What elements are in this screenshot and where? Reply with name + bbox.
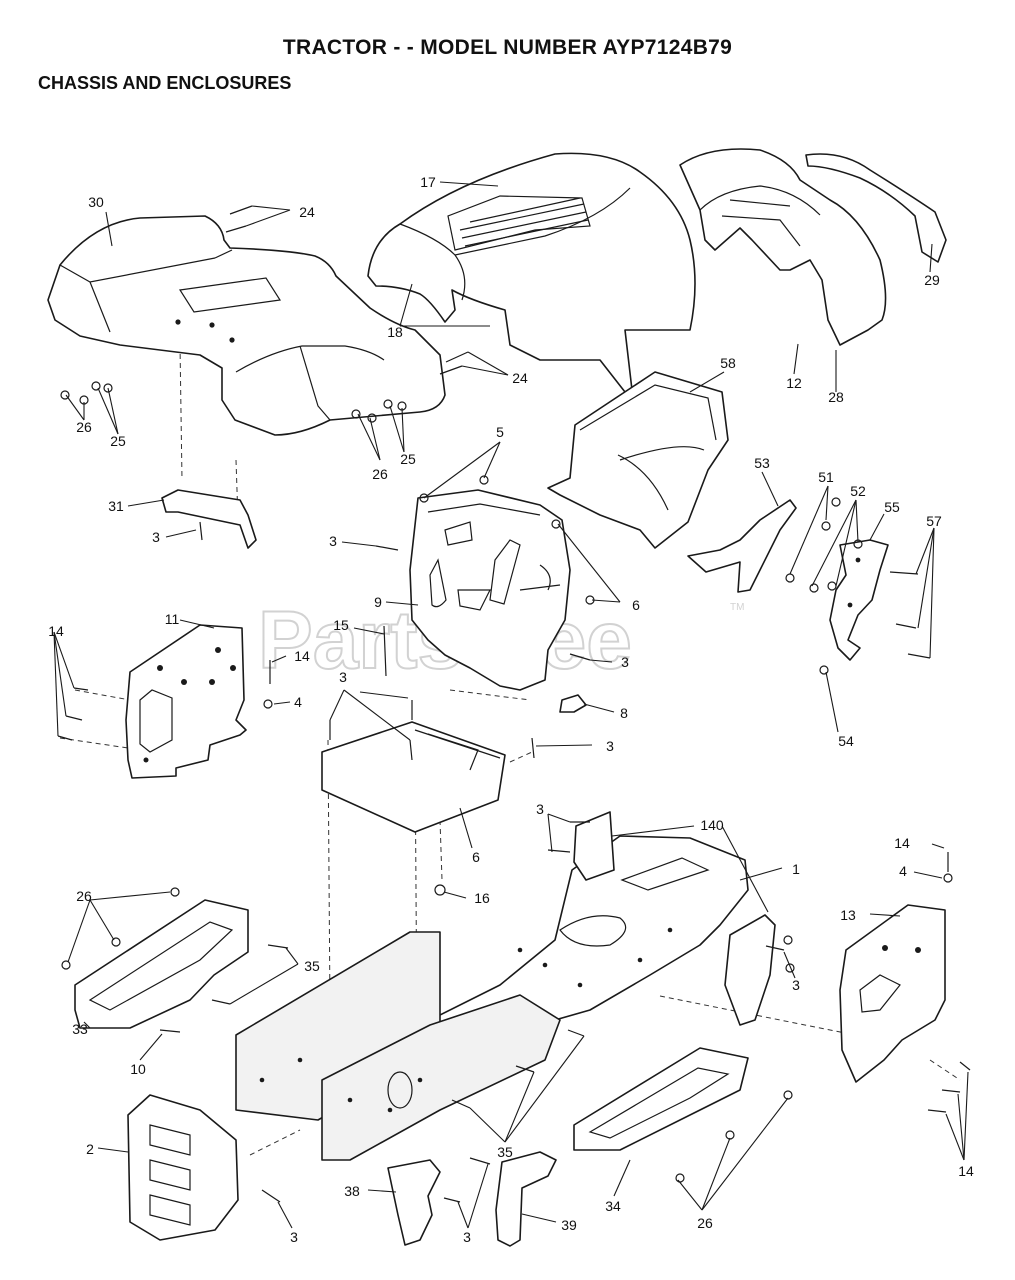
- right-footrest: [573, 1047, 749, 1151]
- left-side-panel: [125, 624, 247, 779]
- callout: 18: [387, 324, 403, 340]
- brake-bracket: [687, 499, 797, 593]
- callout: 14: [48, 623, 64, 639]
- callout: 26: [76, 419, 92, 435]
- rear-fender: [47, 215, 446, 436]
- callout: 31: [108, 498, 124, 514]
- callout: 57: [926, 513, 942, 529]
- callout: 25: [110, 433, 126, 449]
- callout: 28: [828, 389, 844, 405]
- assembly-guide-lines: [59, 344, 961, 1156]
- callout: 3: [290, 1229, 298, 1245]
- callout: 54: [838, 733, 854, 749]
- callout: 140: [700, 817, 724, 833]
- watermark-tm: TM: [730, 602, 744, 613]
- page-title: TRACTOR - - MODEL NUMBER AYP7124B79: [282, 36, 733, 59]
- callout: 11: [165, 611, 180, 627]
- callout: 10: [130, 1061, 146, 1077]
- front-bracket: [127, 1094, 239, 1241]
- callout: 53: [754, 455, 770, 471]
- callout: 17: [420, 174, 436, 190]
- callout: 4: [899, 863, 907, 879]
- callout: 38: [344, 1183, 360, 1199]
- callout-labels: 30 24 17 29 18 24 12 28 25 26 26 25 58 5…: [48, 174, 974, 1245]
- callout: 12: [786, 375, 802, 391]
- leader-lines: [53, 181, 969, 1229]
- left-footrest: [74, 899, 249, 1029]
- callout: 58: [720, 355, 736, 371]
- callout: 2: [86, 1141, 94, 1157]
- hood: [367, 152, 696, 393]
- dash-panel: [679, 148, 947, 346]
- section-subtitle: CHASSIS AND ENCLOSURES: [38, 73, 292, 93]
- callout: 1: [792, 861, 800, 877]
- callout: 52: [850, 483, 866, 499]
- callout: 30: [88, 194, 104, 210]
- callout: 5: [496, 424, 504, 440]
- callout: 26: [697, 1215, 713, 1231]
- callout: 3: [792, 977, 800, 993]
- callout: 33: [72, 1021, 88, 1037]
- mount-plate: [573, 811, 615, 881]
- callout: 35: [304, 958, 320, 974]
- console-panel: [409, 489, 571, 691]
- callout: 26: [76, 888, 92, 904]
- clip-bracket: [559, 694, 587, 713]
- callout: 13: [840, 907, 856, 923]
- floor-plate: [321, 721, 506, 833]
- callout: 6: [632, 597, 640, 613]
- callout: 14: [294, 648, 310, 664]
- callout: 3: [329, 533, 337, 549]
- callout: 9: [374, 594, 382, 610]
- callout: 3: [536, 801, 544, 817]
- callout: 34: [605, 1198, 621, 1214]
- callout: 14: [958, 1163, 974, 1179]
- callout: 3: [606, 738, 614, 754]
- callout: 4: [294, 694, 302, 710]
- steering-support-panel: [547, 371, 729, 549]
- callout: 6: [472, 849, 480, 865]
- callout: 35: [497, 1144, 513, 1160]
- callout: 3: [152, 529, 160, 545]
- gusset-right: [724, 914, 776, 1026]
- callout: 8: [620, 705, 628, 721]
- callout: 29: [924, 272, 940, 288]
- callout: 14: [894, 835, 910, 851]
- callout: 24: [512, 370, 528, 386]
- lift-bracket-right: [495, 1151, 557, 1247]
- callout: 3: [339, 669, 347, 685]
- callout: 16: [474, 890, 490, 906]
- callout: 26: [372, 466, 388, 482]
- callout: 25: [400, 451, 416, 467]
- main-frame: [235, 835, 749, 1161]
- callout: 15: [333, 617, 349, 633]
- callout: 3: [621, 654, 629, 670]
- lift-bracket-left: [387, 1159, 441, 1246]
- right-side-panel: [839, 904, 946, 1083]
- callout: 39: [561, 1217, 577, 1233]
- callout: 51: [818, 469, 834, 485]
- fender-bracket: [161, 489, 257, 549]
- callout: 3: [463, 1229, 471, 1245]
- callout: 24: [299, 204, 315, 220]
- pedal-plate: [829, 539, 889, 661]
- callout: 55: [884, 499, 900, 515]
